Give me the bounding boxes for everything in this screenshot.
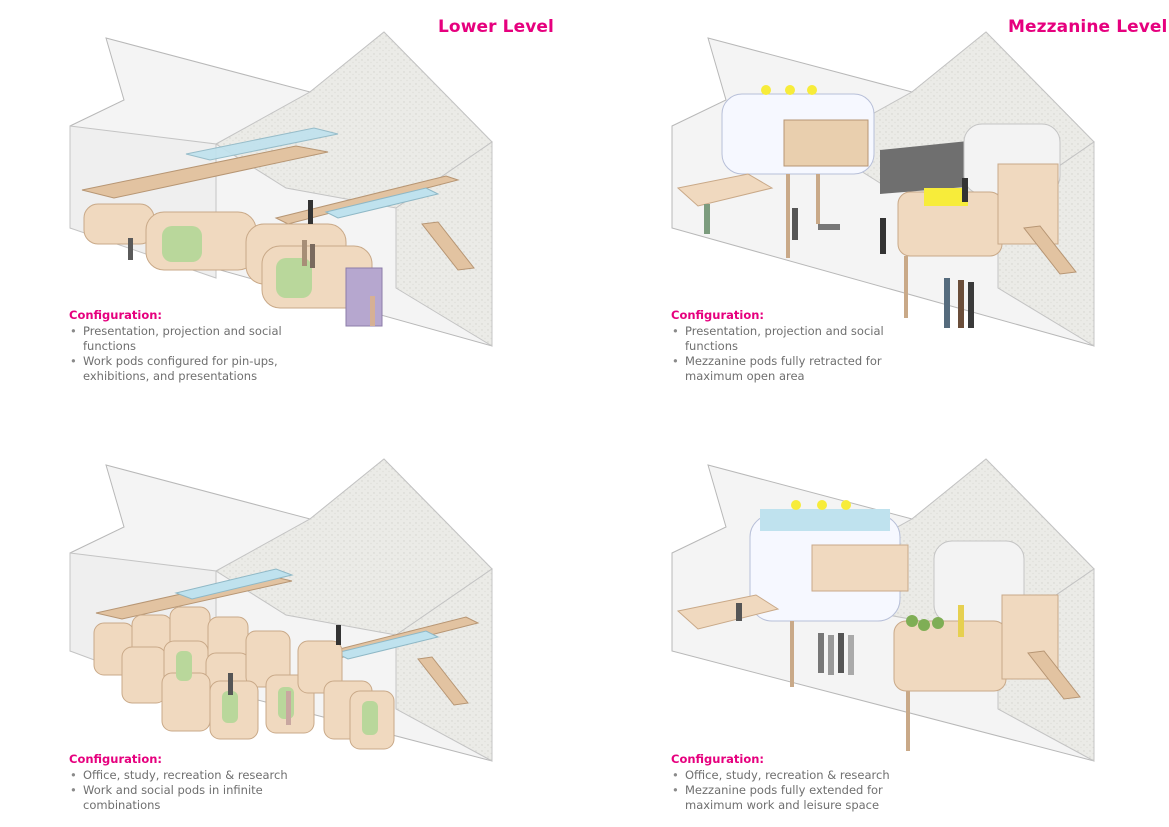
- configuration-mezzanine-retracted: Configuration: Presentation, projection …: [671, 308, 931, 384]
- configuration-heading: Configuration:: [69, 752, 163, 766]
- building-section-drawing: [671, 31, 1095, 347]
- configuration-bullet: Work pods configured for pin-ups, exhibi…: [69, 354, 329, 384]
- configuration-bullet: Office, study, recreation & research: [69, 768, 329, 783]
- configuration-list: Office, study, recreation & research Mez…: [671, 768, 931, 813]
- configuration-heading: Configuration:: [671, 752, 765, 766]
- configuration-bullet: Mezzanine pods fully extended for maximu…: [671, 783, 931, 813]
- mezzanine-level-title: Mezzanine Level: [1008, 17, 1168, 37]
- configuration-bullet: Mezzanine pods fully retracted for maxim…: [671, 354, 931, 384]
- configuration-lower-office: Configuration: Office, study, recreation…: [69, 752, 329, 813]
- configuration-list: Presentation, projection and social func…: [69, 324, 329, 384]
- configuration-bullet: Office, study, recreation & research: [671, 768, 931, 783]
- configuration-list: Office, study, recreation & research Wor…: [69, 768, 329, 813]
- configuration-bullet: Work and social pods in infinite combina…: [69, 783, 329, 813]
- building-section-drawing: [69, 458, 493, 762]
- configuration-heading: Configuration:: [671, 308, 765, 322]
- configuration-mezzanine-extended: Configuration: Office, study, recreation…: [671, 752, 931, 813]
- lower-level-title: Lower Level: [438, 17, 554, 37]
- configuration-heading: Configuration:: [69, 308, 163, 322]
- building-section-drawing: [671, 458, 1095, 762]
- configuration-bullet: Presentation, projection and social func…: [671, 324, 931, 354]
- configuration-bullet: Presentation, projection and social func…: [69, 324, 329, 354]
- mezzanine-level-extended-illustration: [668, 455, 1098, 765]
- lower-level-presentation-illustration: [66, 28, 516, 348]
- lower-level-office-illustration: [66, 455, 516, 765]
- configuration-lower-presentation: Configuration: Presentation, projection …: [69, 308, 329, 384]
- building-section-drawing: [69, 31, 493, 347]
- mezzanine-level-retracted-illustration: [668, 28, 1098, 348]
- configuration-list: Presentation, projection and social func…: [671, 324, 931, 384]
